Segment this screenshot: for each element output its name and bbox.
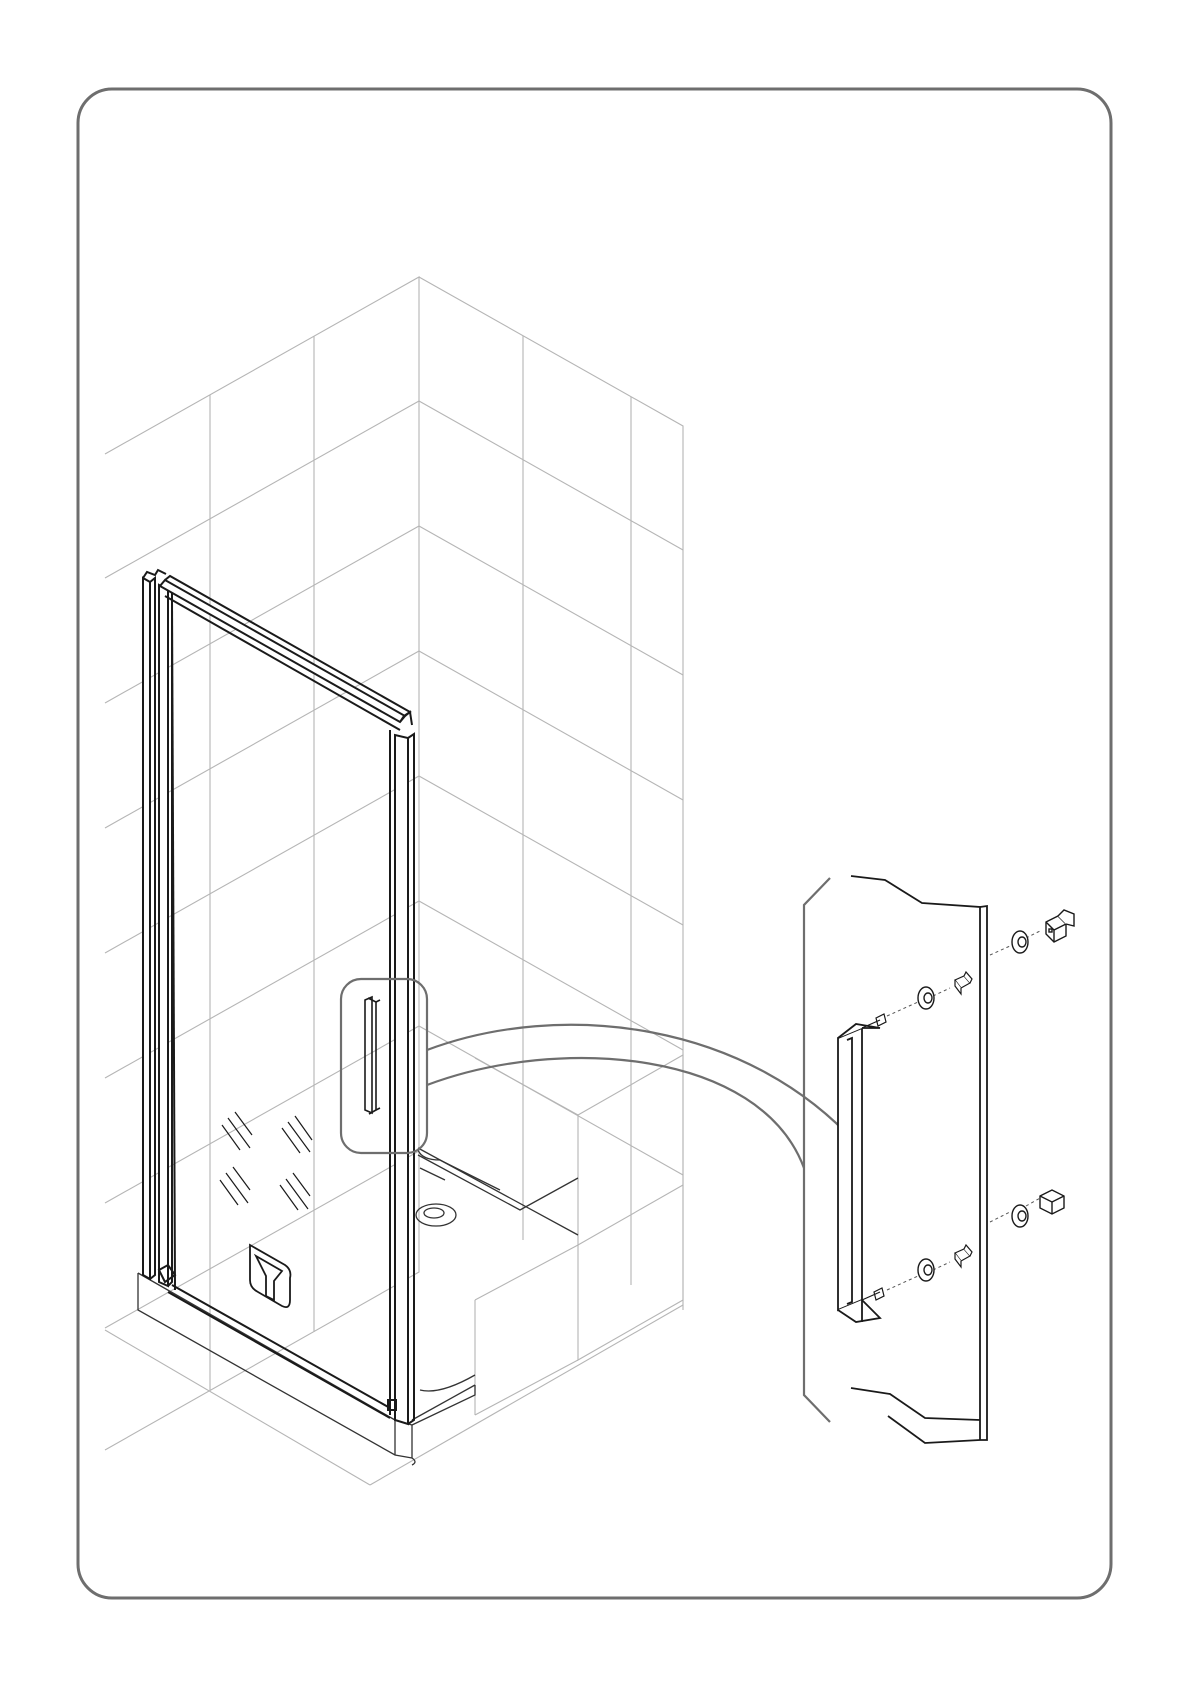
bushing-bottom [955, 1245, 972, 1267]
screw-cap-top [1046, 910, 1074, 942]
handle-detail-view [804, 876, 1074, 1443]
shower-door [143, 570, 414, 1424]
detail-handle [838, 1020, 880, 1322]
y-shaped-logo-icon [250, 1245, 290, 1307]
washer-inner-bottom [918, 1259, 934, 1281]
washer-inner-top [918, 987, 934, 1009]
detail-bracket [804, 878, 830, 1422]
glass-reflection-marks [220, 1112, 312, 1210]
callout-connector [427, 1025, 862, 1168]
bushing-top [955, 972, 972, 994]
washer-outer-top [1012, 931, 1028, 953]
page-frame [78, 89, 1111, 1598]
washer-outer-bottom [1012, 1205, 1028, 1227]
nut-bottom [1040, 1190, 1064, 1214]
